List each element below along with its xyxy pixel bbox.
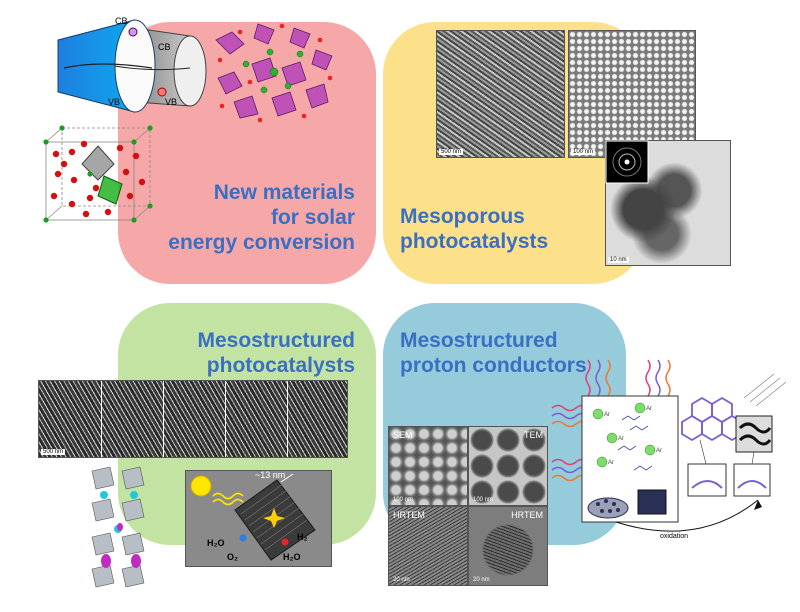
water-label-left: H₂O [207, 538, 225, 548]
argon-label: Ar [656, 448, 662, 454]
scale-bar-label: 100 nm [473, 497, 494, 503]
scale-bar-label: 10 nm [608, 257, 629, 263]
water-label-right: H₂O [283, 552, 301, 562]
strip-divider [287, 381, 288, 457]
scale-bar-label: 500 nm [41, 449, 66, 455]
tem-micrograph-pores: 100 nm [568, 30, 696, 158]
argon-label: Ar [604, 412, 610, 418]
hrtem-label: HRTEM [393, 510, 425, 520]
sem-micrograph-mesoporous: 500 nm [436, 30, 565, 158]
title-line: photocatalysts [400, 230, 549, 253]
mesoporous-panel-title: Mesoporous photocatalysts [400, 204, 548, 254]
nanorod-size-label: ~13 nm [255, 470, 285, 480]
scale-bar-label: 100 nm [571, 149, 596, 155]
title-line: energy conversion [168, 231, 355, 254]
title-line: Mesostructured [197, 329, 355, 352]
sem-nanorod-strip: 500 nm [38, 380, 348, 458]
title-line: photocatalysts [206, 354, 355, 377]
scale-bar-label: 20 nm [473, 577, 490, 583]
layered-crystal-structure [91, 466, 145, 588]
sem-label: SEM [393, 430, 413, 440]
title-line: Mesoporous [400, 205, 525, 228]
title-line: proton conductors [400, 354, 587, 377]
cb-left-label: CB [115, 16, 128, 26]
scale-bar-label: 100 nm [393, 497, 414, 503]
hydrogen-label: H₂ [297, 532, 308, 542]
proton-transport-schematic: Ar Ar Ar Ar Ar oxidation [551, 359, 787, 540]
argon-label: Ar [618, 436, 624, 442]
hrtem-label: HRTEM [511, 510, 543, 520]
tem-label: TEM [524, 430, 543, 440]
cb-right-label: CB [158, 42, 171, 52]
hrtem-micrograph-proton-a: HRTEM 20 nm [388, 506, 468, 586]
vb-left-label: VB [108, 97, 120, 107]
diffraction-pattern-inset [605, 140, 649, 184]
scale-bar-label: 500 nm [439, 149, 464, 155]
strip-divider [163, 381, 164, 457]
polyhedra-crystal-structure [215, 23, 333, 123]
strip-divider [225, 381, 226, 457]
vb-right-label: VB [165, 97, 177, 107]
argon-label: Ar [646, 406, 652, 412]
sem-micrograph-proton: SEM 100 nm [388, 426, 468, 506]
scale-bar-label: 20 nm [393, 577, 410, 583]
oxidation-label: oxidation [660, 533, 688, 540]
nanorod-photocatalysis-scheme: ~13 nm H₂O O₂ H₂ H₂O [190, 470, 316, 562]
title-line: Mesostructured [400, 329, 558, 352]
strip-divider [101, 381, 102, 457]
title-line: for solar [270, 206, 355, 229]
band-structure-diagram: CB CB VB VB [57, 16, 207, 113]
mesostructured-panel-title: Mesostructured photocatalysts [150, 328, 355, 378]
title-line: New materials [213, 181, 355, 204]
argon-label: Ar [608, 460, 614, 466]
solar-panel-title: New materials for solar energy conversio… [150, 180, 355, 255]
crystal-lattice-structure [43, 125, 153, 223]
oxygen-label: O₂ [227, 552, 238, 562]
tem-micrograph-proton: TEM 100 nm [468, 426, 548, 506]
proton-panel-title: Mesostructured proton conductors [400, 328, 587, 378]
hrtem-micrograph-proton-b: HRTEM 20 nm [468, 506, 548, 586]
